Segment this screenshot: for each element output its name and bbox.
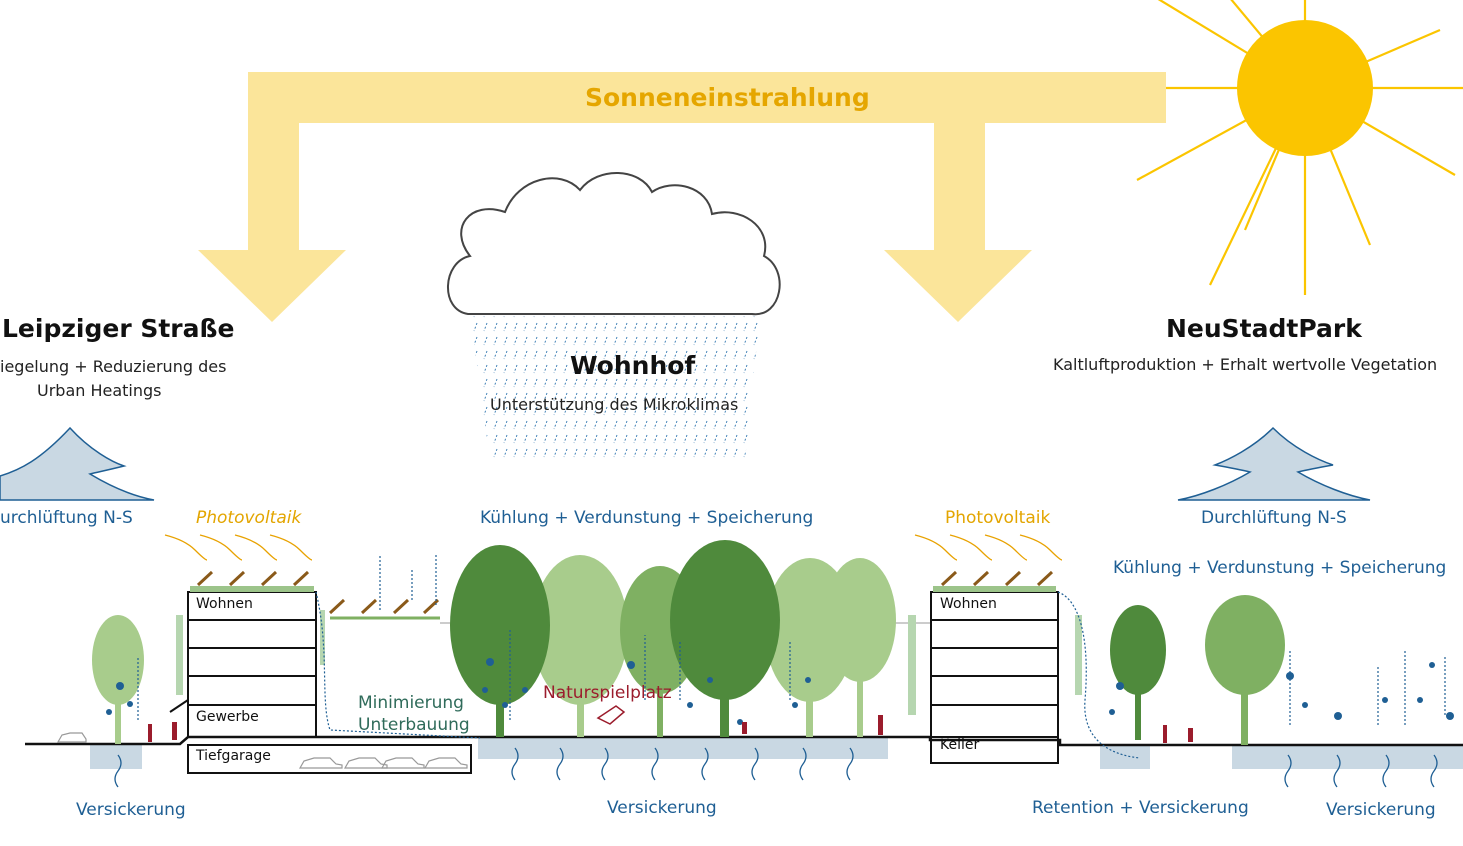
center-infiltration-label: Versickerung xyxy=(607,798,717,818)
right-ventilation-label: Durchlüftung N-S xyxy=(1201,508,1347,528)
right-section-title: NeuStadtPark xyxy=(1166,314,1362,343)
green-roof-right xyxy=(933,586,1056,592)
playground-label: Naturspielplatz xyxy=(543,683,672,703)
pv-sunbeam-icons xyxy=(164,534,1063,561)
ventilation-cone-right-icon xyxy=(1177,426,1371,501)
left-ventilation-label: urchlüftung N-S xyxy=(0,508,133,528)
left-section-title: Leipziger Straße xyxy=(2,314,235,343)
center-section-title: Wohnhof xyxy=(570,351,696,380)
evaporation-arrows xyxy=(137,555,1446,759)
right-section-subtitle: Kaltluftproduktion + Erhalt wertvolle Ve… xyxy=(1053,355,1438,374)
left-section-subtitle-2: Urban Heatings xyxy=(37,381,162,400)
right-cooling-label: Kühlung + Verdunstung + Speicherung xyxy=(1113,558,1447,578)
left-section-subtitle-1: iegelung + Reduzierung des xyxy=(0,357,227,376)
building-right-basement: Keller xyxy=(940,737,980,753)
park-trees xyxy=(1110,595,1285,745)
solar-radiation-arrow xyxy=(198,72,1166,322)
solar-radiation-label: Sonneneinstrahlung xyxy=(585,83,870,112)
soil-retention xyxy=(1100,745,1150,769)
rain-cloud-icon xyxy=(447,172,781,460)
center-cooling-label: Kühlung + Verdunstung + Speicherung xyxy=(480,508,814,528)
infiltration-arrows xyxy=(114,747,1438,788)
building-left-floor-5: Gewerbe xyxy=(196,709,259,725)
right-infiltration-label: Versickerung xyxy=(1326,800,1436,820)
soil-right xyxy=(1232,745,1463,769)
green-roof-left xyxy=(190,586,314,592)
sun-icon xyxy=(1130,0,1463,295)
water-droplets xyxy=(106,658,1454,725)
building-right-floor-1: Wohnen xyxy=(940,596,997,612)
street-tree-left xyxy=(92,615,144,744)
photovoltaik-right-label: Photovoltaik xyxy=(945,508,1051,528)
right-retention-label: Retention + Versickerung xyxy=(1032,798,1249,818)
minimization-label-2: Unterbauung xyxy=(358,715,470,735)
left-infiltration-label: Versickerung xyxy=(76,800,186,820)
people-icons xyxy=(148,705,1193,743)
soil-left xyxy=(90,745,142,769)
car-icons xyxy=(56,732,468,769)
solar-panels xyxy=(196,570,1054,615)
soil-center xyxy=(478,738,888,759)
building-left-floor-1: Wohnen xyxy=(196,596,253,612)
center-section-subtitle: Unterstützung des Mikroklimas xyxy=(490,395,739,414)
ventilation-cone-left-icon xyxy=(0,426,155,501)
minimization-label-1: Minimierung xyxy=(358,693,464,713)
courtyard-trees xyxy=(450,540,896,737)
photovoltaik-left-label: Photovoltaik xyxy=(196,508,302,528)
building-left-basement: Tiefgarage xyxy=(196,748,271,764)
